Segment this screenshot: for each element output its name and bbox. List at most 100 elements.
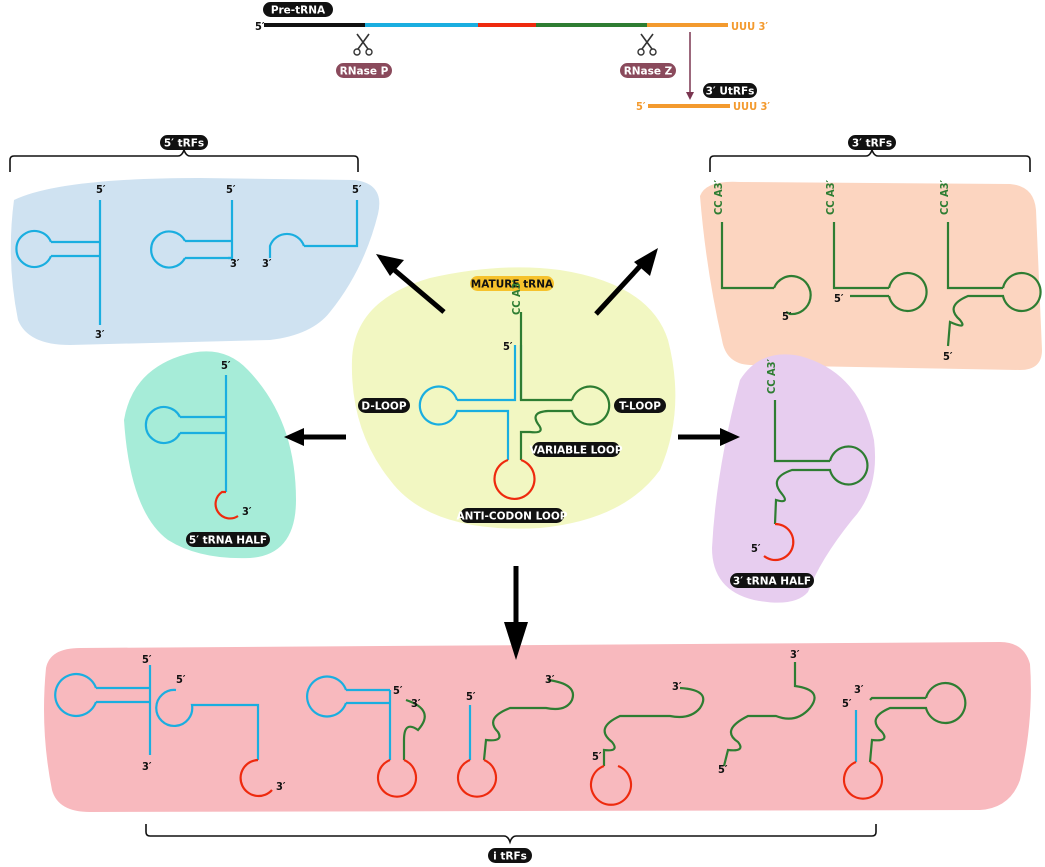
svg-text:5′: 5′ [221, 359, 231, 372]
utrf-pill [703, 83, 757, 98]
mature-trna-group: MATURE tRNA CC A3′ 5′ D-LOOP T-LOOP VARI… [351, 267, 676, 529]
svg-text:CC A3′: CC A3′ [765, 358, 778, 394]
arrow-to-five-trfs [376, 254, 446, 314]
i-trfs-pill [488, 848, 532, 863]
svg-text:3′: 3′ [242, 505, 252, 518]
arrow-to-three-trfs [594, 248, 658, 316]
three-trfs-blob [700, 181, 1042, 370]
five-half-label: 5′ tRNA HALF [189, 535, 267, 547]
i-trf-5: 3′ 5′ [589, 680, 705, 806]
svg-text:3′: 3′ [545, 673, 555, 686]
svg-text:5′: 5′ [466, 690, 476, 703]
three-trfs-label: 3′ tRFs [852, 138, 892, 150]
five-trf-2: 5′ 3′ [150, 183, 240, 270]
i-trfs-blob [44, 642, 1031, 812]
i-trf-3: 5′ 3′ [306, 675, 426, 798]
svg-text:3′: 3′ [854, 683, 864, 696]
pre-trna-section: 5′ UUU 3′ Pre-tRNA RNase P RNase Z 3′ Ut… [255, 2, 770, 113]
five-trfs-blob [10, 178, 380, 345]
svg-text:CC A3′: CC A3′ [712, 179, 725, 215]
three-half-label: 3′ tRNA HALF [733, 576, 811, 588]
utrf-5prime: 5′ [636, 100, 646, 113]
three-half-group: CC A3′ 5′ 3′ tRNA HALF [712, 354, 876, 603]
three-trf-3: CC A3′ 5′ [938, 179, 1042, 363]
svg-text:5′: 5′ [352, 183, 362, 196]
utrf-tail: UUU 3′ [733, 100, 770, 113]
variable-loop-pill [532, 442, 620, 457]
variable-loop-label: VARIABLE LOOP [529, 445, 622, 457]
three-trf-1: CC A3′ 5′ [712, 179, 812, 323]
svg-text:CC A3′: CC A3′ [824, 179, 837, 215]
i-trf-2: 5′ 3′ [155, 673, 286, 798]
three-half-pill [730, 573, 814, 588]
utrf-label: 3′ UtRFs [706, 86, 755, 98]
svg-text:3′: 3′ [790, 648, 800, 661]
anticodon-loop-pill [460, 508, 564, 523]
svg-text:5′: 5′ [226, 183, 236, 196]
utrf-arrow-head [686, 92, 694, 100]
mature-blob [351, 267, 676, 529]
svg-text:5′: 5′ [393, 684, 403, 697]
svg-text:3′: 3′ [142, 760, 152, 773]
arrows [284, 248, 740, 660]
i-trf-7: 5′ 3′ [842, 681, 967, 800]
svg-text:5′: 5′ [751, 542, 761, 555]
pre-trna-pill [263, 2, 333, 17]
svg-text:3′: 3′ [276, 780, 286, 793]
five-half-blob [124, 351, 296, 559]
svg-text:5′: 5′ [96, 183, 106, 196]
three-half-blob [712, 354, 876, 603]
arrow-to-five-half [284, 428, 346, 446]
five-trfs-label: 5′ tRFs [164, 138, 204, 150]
svg-text:3′: 3′ [262, 257, 272, 270]
three-trfs-pill [848, 135, 896, 150]
five-half-group: 5′ 3′ 5′ tRNA HALF [124, 351, 296, 559]
svg-text:5′: 5′ [503, 340, 513, 353]
t-loop-pill [614, 398, 666, 413]
five-trf-3: 5′ 3′ [262, 183, 362, 270]
mature-title-pill [470, 276, 554, 291]
three-trfs-group: 3′ tRFs CC A3′ 5′ CC A3′ 5′ CC A3′ 5′ [700, 135, 1042, 370]
i-trfs-group: 5′ 3′ 5′ 3′ 5′ 3′ 5′ 3′ [44, 642, 1031, 863]
arrow-to-i-trfs [504, 566, 528, 660]
pre-trna-tail: UUU 3′ [731, 20, 768, 33]
svg-text:5′: 5′ [842, 697, 852, 710]
i-trf-1: 5′ 3′ [54, 653, 152, 773]
svg-text:3′: 3′ [411, 697, 421, 710]
three-trf-2: CC A3′ 5′ [824, 179, 928, 313]
t-loop-label: T-LOOP [619, 401, 661, 413]
anticodon-loop-label: ANTI-CODON LOOP [457, 511, 568, 523]
rnase-p-label: RNase P [340, 66, 389, 78]
i-trf-6: 3′ 5′ [718, 648, 816, 776]
rnase-p-scissors-icon [353, 33, 373, 56]
rnase-z-label: RNase Z [624, 66, 673, 78]
pre-trna-5prime: 5′ [255, 20, 265, 33]
five-trf-1: 5′ 3′ [15, 183, 106, 341]
svg-text:5′: 5′ [176, 673, 186, 686]
svg-text:3′: 3′ [95, 328, 105, 341]
d-loop-label: D-LOOP [361, 401, 406, 413]
i-trfs-label: i tRFs [493, 851, 527, 863]
pre-trna-label: Pre-tRNA [271, 5, 326, 17]
mature-title: MATURE tRNA [471, 279, 554, 291]
svg-text:5′: 5′ [592, 750, 602, 763]
three-trfs-brace [709, 147, 1031, 172]
svg-text:CC A3′: CC A3′ [510, 279, 523, 315]
five-half-pill [186, 532, 270, 547]
svg-text:5′: 5′ [142, 653, 152, 666]
svg-text:3′: 3′ [672, 680, 682, 693]
svg-text:5′: 5′ [834, 292, 844, 305]
arrow-to-three-half [678, 428, 740, 446]
i-trfs-brace [145, 824, 877, 845]
rnase-z-pill [620, 63, 676, 78]
rnase-z-scissors-icon [637, 33, 657, 56]
five-trfs-group: 5′ tRFs 5′ 3′ 5′ 3′ 5′ 3′ [9, 135, 380, 345]
svg-text:5′: 5′ [943, 350, 953, 363]
five-trfs-pill [160, 135, 208, 150]
i-trf-4: 5′ 3′ [456, 673, 575, 798]
svg-text:5′: 5′ [782, 310, 792, 323]
rnase-p-pill [336, 63, 392, 78]
svg-text:CC A3′: CC A3′ [938, 179, 951, 215]
svg-text:5′: 5′ [718, 763, 728, 776]
